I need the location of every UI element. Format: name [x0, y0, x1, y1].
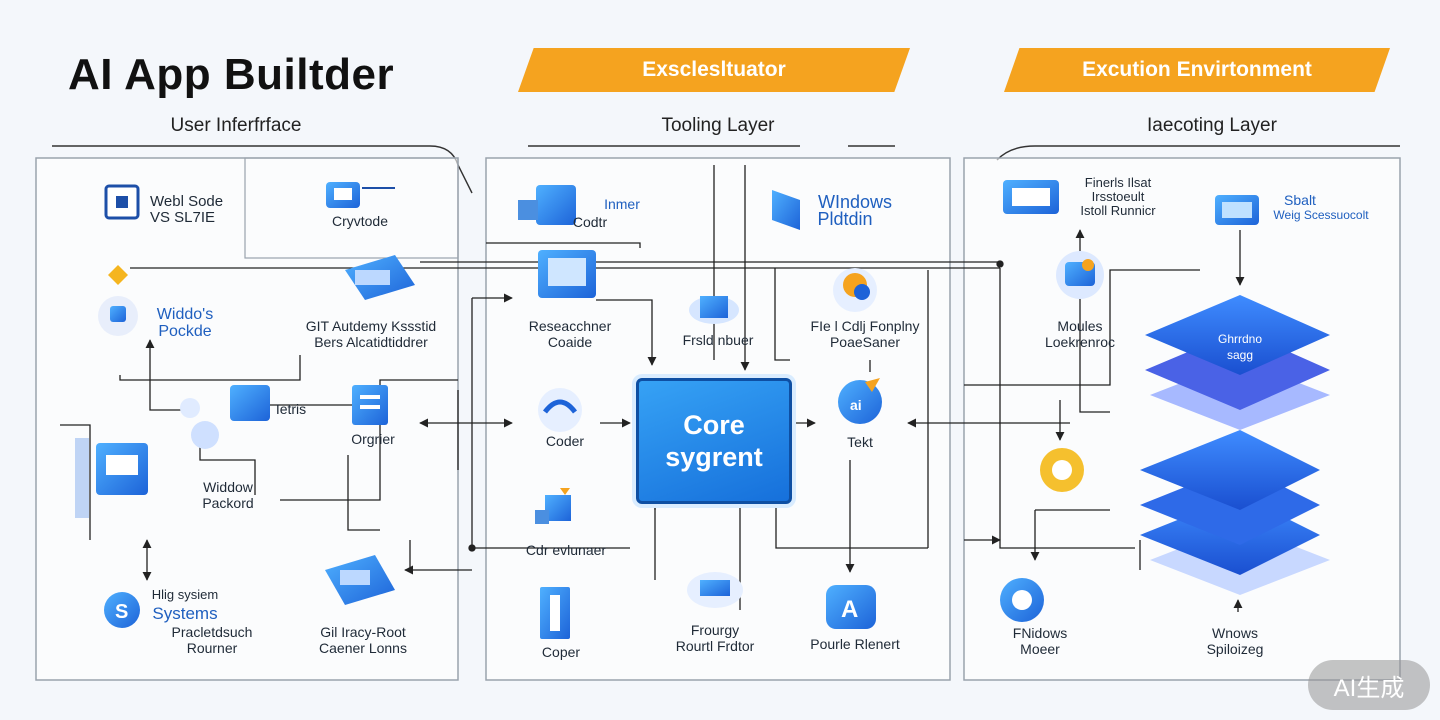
cdr-evuluner-icon [535, 488, 571, 524]
fnidows-icon [1000, 578, 1044, 622]
coper-label: Coper [541, 644, 581, 660]
panel-user-interface-inner [244, 157, 459, 259]
inmer-label: Inmer [604, 196, 640, 212]
frsid-icon [689, 296, 739, 324]
windows-package-label: Widdo's Pockde [156, 306, 214, 340]
sbat-label: Sbalt [1284, 192, 1316, 208]
connectors [60, 165, 1245, 612]
page-title: AI App Builtder [68, 50, 395, 99]
windows-platform-icon [772, 190, 800, 230]
orgrier-label: Orgrier [351, 431, 395, 447]
git-bottom-icon [325, 555, 395, 605]
coper-icon [540, 587, 570, 639]
coder-icon [538, 388, 582, 432]
web-sode-label: Webl Sode VS SL7IE [150, 193, 224, 226]
wnows-label: Wnows Spiloizeg [1206, 625, 1264, 657]
researcher-icon [538, 250, 596, 298]
finer-tool-label: Finerls Ilsat Irsstoeult Istoll Runnicr [1080, 175, 1156, 218]
core-agent-box: Core sygrent [636, 378, 792, 504]
inmer-icon [518, 185, 576, 225]
core-agent-subtitle: sygrent [665, 442, 763, 472]
finer-tool-icon [1003, 180, 1059, 214]
coder-label: Coder [545, 433, 585, 449]
git-assistant-icon [345, 255, 415, 300]
systems-icon: S [104, 592, 140, 628]
file-cdu-icon [833, 268, 877, 312]
file-cdu-label: FIe l Cdlj Fonplny PoaeSaner [810, 318, 920, 350]
pourde-icon: A [826, 585, 876, 629]
cryvtode-label: Cryvtode [331, 213, 389, 229]
svg-text:ai: ai [850, 397, 862, 413]
section-label-tooling: Tooling Layer [661, 115, 775, 136]
sbat-subtitle: Weig Scessuocolt [1273, 208, 1369, 222]
svg-text:A: A [841, 596, 858, 623]
systems-subtitle: Pracletdsuch Rourner [171, 624, 253, 656]
windows-package-icon [98, 265, 138, 336]
web-sode-icon [104, 184, 140, 220]
server-stack-icon [1140, 295, 1330, 595]
ai-generated-badge: AI生成 [1308, 660, 1430, 710]
banner-execution: Excution Envirtonment [1004, 48, 1390, 92]
settings-gear-icon [1040, 448, 1084, 492]
git-assistant-label: GIT Autdemy Kssstid Bers Alcatidtiddrer [305, 318, 437, 350]
ietris-icon [180, 385, 270, 449]
window-packord-label: Widdow Packord [202, 479, 254, 511]
section-label-user-interface: User Inferfrface [170, 115, 302, 136]
pourde-label: Pourle Rlenert [810, 636, 900, 652]
orgrier-icon [352, 385, 388, 425]
ietris-label: Ietris [275, 401, 307, 417]
svg-text:S: S [115, 601, 128, 623]
systems-title: Systems [152, 604, 218, 623]
windows-platform-subtitle: Pldtdin [817, 209, 873, 229]
windows-platform-title: WIndows [817, 192, 893, 212]
tekt-label: Tekt [847, 434, 873, 450]
sbat-icon [1215, 195, 1259, 225]
systems-caption: Hlig sysiem [151, 587, 219, 602]
moules-icon [1056, 251, 1104, 299]
banner-tooling: Exsclesltuator [518, 48, 910, 92]
codtr-label: Codtr [572, 214, 608, 230]
section-label-executing: Iaecoting Layer [1147, 115, 1277, 136]
frsid-label: Frsld nbuer [682, 332, 754, 348]
frourgy-icon [687, 572, 743, 608]
moules-label: Moules Loekrenroc [1044, 318, 1116, 350]
cryvtode-icon [326, 182, 395, 208]
git-bottom-label: Gil Iracy-Root Caener Lonns [319, 624, 407, 656]
core-agent-title: Core [683, 410, 745, 440]
cdr-evuluner-label: Cdr evlunaer [525, 542, 607, 558]
stack-top-label: Ghrrdno sagg [1217, 332, 1263, 362]
fnidows-label: FNidows Moeer [1012, 625, 1068, 657]
researcher-label: Reseacchner Coaide [528, 318, 612, 350]
window-packord-icon [75, 438, 148, 518]
tekt-icon: ai [838, 378, 882, 424]
frourgy-label: Frourgy Rourtl Frdtor [675, 622, 755, 654]
